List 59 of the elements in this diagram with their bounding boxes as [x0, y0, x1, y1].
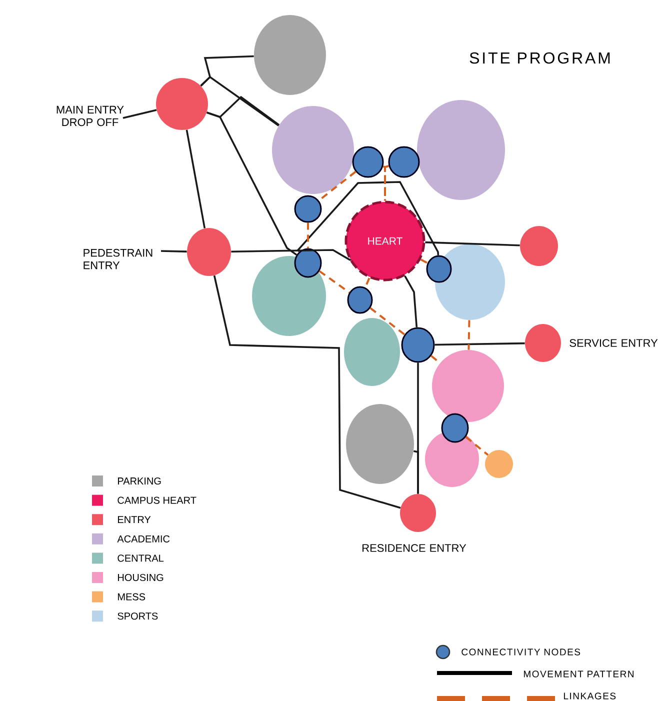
connectivity-node	[352, 146, 384, 178]
zone-circle	[156, 78, 208, 130]
connectivity-node	[426, 255, 452, 283]
movement-line	[160, 250, 187, 252]
legend-label: ENTRY	[118, 516, 151, 524]
movement-line	[213, 275, 401, 509]
movement-line	[200, 76, 280, 126]
connectivity-node	[294, 248, 322, 278]
linkage-line	[318, 270, 350, 294]
linkage-line	[420, 258, 428, 264]
connectivity-node	[388, 146, 420, 178]
zone-circle	[272, 106, 354, 194]
title: SITE PROGRAM	[470, 52, 610, 64]
linkage-line	[384, 165, 390, 201]
legend-label: MESS	[118, 593, 146, 600]
entry-label: PEDESTRAIN ENTRY	[84, 248, 152, 270]
legend-label: CENTRAL	[118, 554, 164, 562]
connectivity-node	[347, 286, 373, 314]
connectivity-node	[441, 413, 469, 443]
linkage-line	[370, 307, 406, 336]
linkage-line	[307, 222, 309, 248]
zone-circle	[525, 324, 561, 362]
movement-line	[413, 450, 419, 494]
entry-label: MAIN ENTRY DROP OFF	[56, 106, 124, 126]
linkage-line	[468, 320, 470, 350]
legend-label: ACADEMIC	[117, 535, 170, 542]
legend-label: PARKING	[118, 477, 161, 485]
legend-label: MOVEMENT PATTERN	[524, 670, 634, 678]
zone-circle	[344, 318, 400, 386]
legend-label: CAMPUS HEART	[118, 496, 196, 504]
zone-circle	[485, 450, 513, 478]
movement-line	[404, 276, 418, 328]
zone-circle	[417, 100, 505, 200]
movement-line	[425, 241, 520, 246]
zone-circle	[346, 404, 414, 484]
movement-line	[186, 130, 206, 228]
movement-line	[122, 109, 157, 119]
zone-circle	[520, 226, 558, 266]
connectivity-node	[294, 195, 322, 223]
legend-label: SPORTS	[118, 612, 158, 620]
zone-circle	[400, 494, 436, 532]
movement-line	[296, 181, 440, 256]
linkage-line	[364, 278, 370, 288]
legend-label: LINKAGES	[564, 692, 616, 700]
movement-line	[206, 112, 298, 256]
legend-label: HOUSING	[118, 574, 164, 582]
movement-line	[434, 342, 525, 346]
entry-label: SERVICE ENTRY	[570, 339, 658, 347]
zone-circle	[425, 431, 479, 487]
linkage-line	[465, 436, 489, 456]
zone-circle	[187, 228, 231, 276]
zone-circle	[435, 244, 505, 320]
zone-circle	[254, 15, 326, 95]
zone-circle	[252, 256, 326, 336]
entry-label: RESIDENCE ENTRY	[362, 544, 466, 552]
movement-line	[231, 249, 352, 261]
legend-label: CONNECTIVITY NODES	[462, 648, 580, 656]
connectivity-node	[401, 327, 435, 363]
zone-circle	[432, 350, 504, 422]
